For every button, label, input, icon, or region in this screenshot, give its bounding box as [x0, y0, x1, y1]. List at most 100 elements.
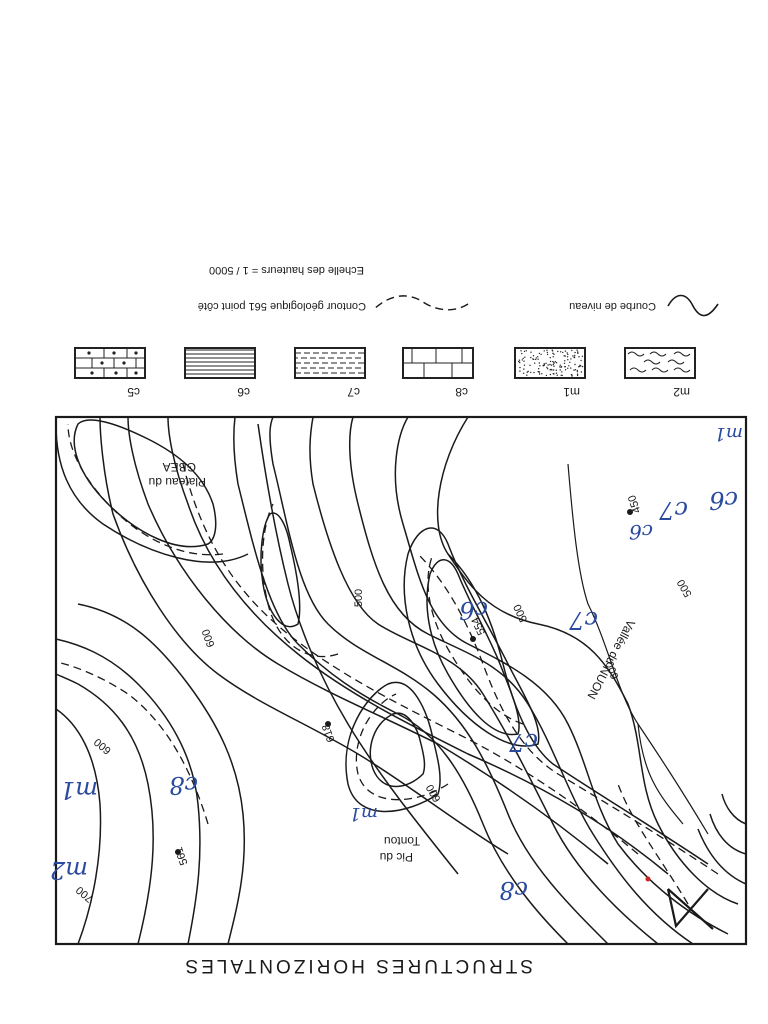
stipple-dot: [574, 369, 577, 371]
stipple-dot: [581, 355, 584, 357]
stipple-dot: [523, 360, 525, 362]
stipple-dot: [537, 370, 539, 373]
stipple-dot: [547, 364, 549, 366]
contour-line: [697, 828, 747, 885]
stipple-dot: [577, 351, 579, 353]
stipple-dot: [553, 353, 555, 355]
legend-swatch-c7: [294, 347, 366, 379]
stipple-dot: [566, 356, 569, 358]
stipple-dot: [564, 360, 566, 362]
stipple-dot: [572, 355, 574, 357]
stream-line: [567, 463, 709, 835]
contour-line: [55, 638, 201, 945]
stipple-dot: [529, 364, 531, 366]
stipple-dot: [564, 350, 567, 352]
stipple-dot: [580, 359, 582, 362]
stipple-dot: [538, 373, 541, 375]
contour-line: [348, 416, 694, 945]
stipple-dot: [523, 364, 526, 366]
stipple-dot: [571, 375, 573, 377]
legend-swatch-m2: [624, 347, 696, 379]
map-frame: [54, 415, 748, 946]
stipple-dot: [524, 356, 526, 358]
stipple-dot: [576, 374, 579, 377]
stipple-dot: [538, 352, 541, 355]
contour-line: [127, 416, 609, 865]
stipple-dot: [533, 358, 535, 361]
spot-heights: [175, 509, 633, 855]
contact-line: [261, 503, 339, 658]
stipple-dot: [549, 360, 552, 363]
stipple-dot: [557, 350, 559, 353]
courbe-symbol: [667, 294, 719, 317]
legend-swatch-m1: [514, 347, 586, 379]
stipple-dot: [538, 362, 540, 364]
stipple-dot: [519, 370, 521, 372]
stipple-dot: [552, 369, 555, 371]
contour-line: [447, 553, 709, 865]
stipple-dot: [545, 374, 548, 377]
stipple-dot: [527, 370, 529, 373]
geologic-contacts: [55, 423, 719, 905]
contour-line: [77, 603, 246, 945]
stipple-dot: [578, 356, 580, 358]
stipple-dot: [559, 364, 561, 366]
contact-line: [617, 783, 689, 905]
stipple-dot: [518, 359, 521, 361]
stipple-dot: [523, 350, 526, 353]
stipple-dot: [567, 367, 569, 369]
stipple-dot: [530, 356, 532, 359]
stipple-dot: [553, 365, 555, 367]
stipple-dot: [574, 363, 576, 366]
stipple-dot: [546, 368, 549, 370]
stipple-dot: [526, 374, 528, 376]
spot-dot-561: [175, 849, 181, 855]
spot-dot-450: [627, 509, 633, 515]
stipple-dot: [574, 354, 576, 357]
stipple-dot: [521, 352, 523, 355]
stipple-dot: [550, 368, 552, 371]
contour-line: [55, 708, 102, 945]
stipple-dot: [546, 366, 548, 369]
stipple-dot: [537, 358, 539, 360]
stipple-dot: [576, 373, 579, 375]
stipple-dot: [549, 357, 551, 359]
stipple-dot: [538, 368, 540, 370]
north-arrow: [666, 888, 714, 930]
stipple-dot: [555, 369, 557, 371]
stipple-dot: [542, 365, 545, 367]
stipple-dot: [563, 362, 566, 364]
red-point: [645, 876, 651, 882]
stipple-dot: [523, 368, 525, 370]
legend-swatch-c8: [402, 347, 474, 379]
stream-lines: [567, 463, 709, 835]
stipple-dot: [532, 355, 535, 357]
contour-line: [260, 512, 301, 628]
contour-line: [369, 712, 426, 788]
stipple-dot: [549, 373, 552, 376]
stipple-dot: [564, 355, 566, 357]
contour-line: [403, 527, 540, 747]
stipple-dot: [522, 357, 524, 360]
stipple-dot: [559, 366, 561, 368]
contour-lines: [55, 416, 747, 945]
legend-courbe-text: Courbe de niveau: [569, 300, 656, 312]
stipple-dot: [552, 363, 554, 366]
stipple-dot: [546, 351, 549, 354]
stipple-dot: [518, 360, 520, 363]
stipple-dot: [567, 353, 569, 356]
contour-line: [233, 416, 569, 945]
stipple-dot: [562, 351, 564, 354]
stipple-dot: [546, 353, 549, 356]
stipple-dot: [576, 371, 579, 373]
stipple-dot: [521, 359, 523, 361]
stipple-dot: [566, 352, 568, 354]
stipple-dot: [546, 349, 548, 351]
contour-line: [309, 416, 659, 945]
contour-line: [721, 793, 747, 825]
contact-line: [355, 693, 449, 801]
stipple-dot: [570, 358, 572, 360]
contour-line: [345, 681, 441, 813]
